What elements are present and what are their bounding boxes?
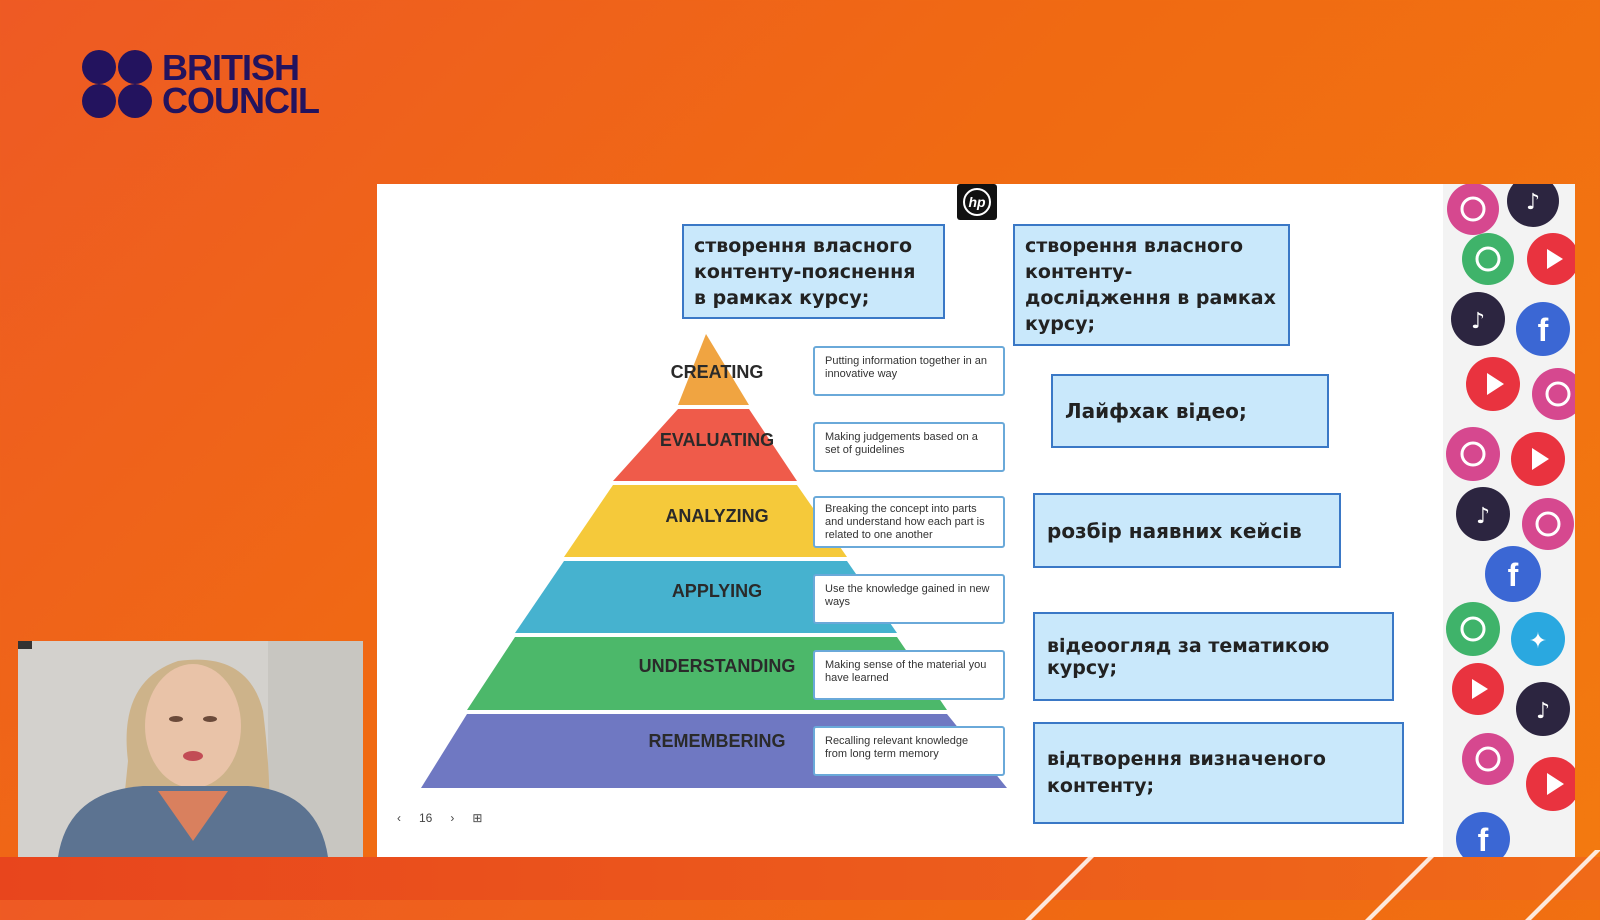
ua-box-explanation: створення власного контенту-пояснення в … <box>682 224 945 319</box>
tiktok-icon: ♪ <box>1456 487 1510 541</box>
level-label: REMEMBERING <box>648 731 786 751</box>
level-label: APPLYING <box>671 581 763 601</box>
youtube-icon <box>1452 663 1504 715</box>
instagram-icon <box>1462 733 1514 785</box>
youtube-icon <box>1527 233 1575 285</box>
webcam-indicator <box>18 641 32 649</box>
level-label: EVALUATING <box>659 430 775 450</box>
level-description: Breaking the concept into parts and unde… <box>813 496 1005 548</box>
next-slide-button[interactable]: › <box>450 811 455 825</box>
tiktok-icon: ♪ <box>1516 682 1570 736</box>
slide-navigation: ‹ 16 › ⊞ <box>391 804 489 832</box>
facebook-icon: f <box>1456 812 1510 857</box>
ua-box-research: створення власного контенту-дослідження … <box>1013 224 1290 346</box>
pyramid-analyzing <box>564 485 847 557</box>
whatsapp-icon <box>1462 233 1514 285</box>
twitter-icon: ✦ <box>1511 612 1565 666</box>
svg-text:✦: ✦ <box>1529 629 1547 654</box>
instagram-icon <box>1446 427 1500 481</box>
logo-text: BRITISH COUNCIL <box>162 47 320 121</box>
instagram-icon <box>1522 498 1574 550</box>
level-label: UNDERSTANDING <box>638 656 796 676</box>
level-description: Use the knowledge gained in new ways <box>813 574 1005 624</box>
level-description: Making sense of the material you have le… <box>813 650 1005 700</box>
presenter-video <box>18 641 363 857</box>
svg-text:♪: ♪ <box>1536 699 1550 724</box>
grid-view-icon[interactable]: ⊞ <box>472 811 483 825</box>
instagram-icon <box>1532 368 1575 420</box>
british-council-logo: BRITISH COUNCIL <box>82 47 320 121</box>
social-media-icons-collage: ♪ ♪ f ♪ f ✦ ♪ f <box>1443 184 1575 857</box>
tiktok-icon: ♪ <box>1507 184 1559 227</box>
svg-text:♪: ♪ <box>1471 309 1485 334</box>
ua-box-cases: розбір наявних кейсів <box>1033 493 1341 568</box>
pyramid-applying <box>515 561 897 633</box>
svg-text:f: f <box>1478 822 1489 857</box>
webcam-feed <box>18 641 363 857</box>
facebook-icon: f <box>1485 546 1541 602</box>
pyramid-creating <box>678 334 749 405</box>
youtube-icon <box>1466 357 1520 411</box>
prev-slide-button[interactable]: ‹ <box>397 811 401 825</box>
tiktok-icon: ♪ <box>1451 292 1505 346</box>
svg-text:f: f <box>1538 312 1549 348</box>
bottom-band <box>0 857 1600 900</box>
hp-logo: hp <box>957 184 997 220</box>
ua-box-lifehack: Лайфхак відео; <box>1051 374 1329 448</box>
presentation-slide: hp CREATING EVALUATING ANALYZING APPLYIN… <box>377 184 1575 857</box>
svg-text:♪: ♪ <box>1526 190 1540 215</box>
slide-page-number: 16 <box>419 811 433 825</box>
youtube-icon <box>1511 432 1565 486</box>
level-label: ANALYZING <box>665 506 769 526</box>
logo-line1: BRITISH <box>162 47 300 88</box>
level-description: Making judgements based on a set of guid… <box>813 422 1005 472</box>
youtube-icon <box>1526 757 1575 811</box>
bloom-pyramid <box>421 334 1007 788</box>
svg-text:♪: ♪ <box>1476 504 1490 529</box>
level-description: Putting information together in an innov… <box>813 346 1005 396</box>
logo-dots <box>82 50 154 118</box>
logo-line2: COUNCIL <box>162 80 320 121</box>
hp-logo-text: hp <box>963 188 991 216</box>
instagram-icon <box>1447 184 1499 235</box>
ua-box-review: відеоогляд за тематикою курсу; <box>1033 612 1394 701</box>
svg-text:f: f <box>1508 557 1519 593</box>
ua-box-reproduction: відтворення визначеного контенту; <box>1033 722 1404 824</box>
whatsapp-icon <box>1446 602 1500 656</box>
pyramid-evaluating <box>613 409 797 481</box>
level-label: CREATING <box>670 362 764 382</box>
level-description: Recalling relevant knowledge from long t… <box>813 726 1005 776</box>
facebook-icon: f <box>1516 302 1570 356</box>
